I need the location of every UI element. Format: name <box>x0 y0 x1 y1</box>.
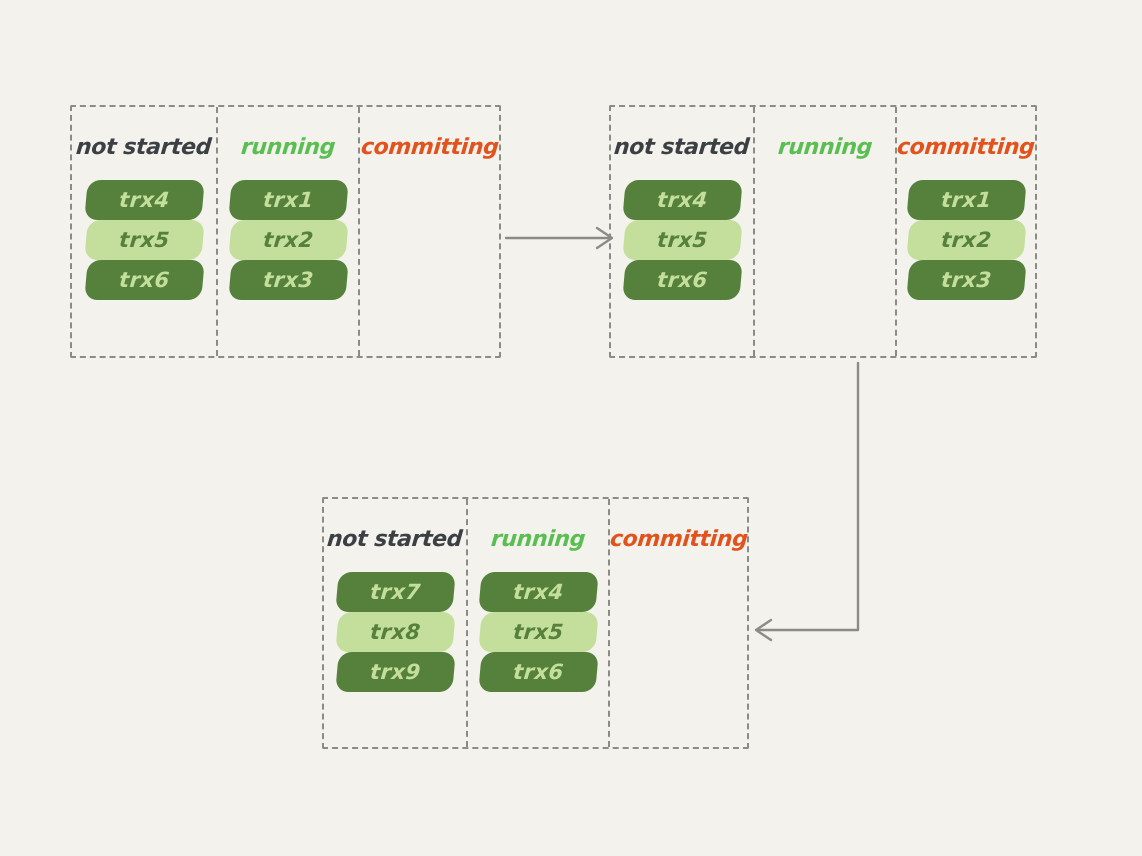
trx-card[interactable]: trx4 <box>621 180 743 220</box>
column-title-not-started: not started <box>613 135 751 160</box>
trx-card[interactable]: trx8 <box>334 612 456 652</box>
column-not-started-2: not started trx4 trx5 trx6 <box>611 107 755 356</box>
trx-card[interactable]: trx6 <box>83 260 205 300</box>
arrow-panel2-to-panel3 <box>754 361 860 642</box>
arrow-panel1-to-panel2 <box>504 226 614 250</box>
trx-card[interactable]: trx3 <box>227 260 349 300</box>
trx-stack-not-started-3: trx7 trx8 trx9 <box>334 572 456 692</box>
trx-stack-not-started-1: trx4 trx5 trx6 <box>83 180 205 300</box>
column-committing-3: committing <box>608 499 749 747</box>
column-title-not-started: not started <box>75 135 213 160</box>
trx-card[interactable]: trx1 <box>905 180 1027 220</box>
column-not-started-1: not started trx4 trx5 trx6 <box>72 107 218 356</box>
column-title-running: running <box>776 135 874 160</box>
column-running-2: running <box>755 107 897 356</box>
trx-card[interactable]: trx2 <box>227 220 349 260</box>
trx-card[interactable]: trx3 <box>905 260 1027 300</box>
trx-card[interactable]: trx4 <box>83 180 205 220</box>
trx-card[interactable]: trx9 <box>334 652 456 692</box>
trx-card[interactable]: trx1 <box>227 180 349 220</box>
column-committing-2: committing trx1 trx2 trx3 <box>896 107 1036 356</box>
column-title-not-started: not started <box>326 527 464 552</box>
trx-card[interactable]: trx6 <box>621 260 743 300</box>
trx-stack-committing-2: trx1 trx2 trx3 <box>905 180 1027 300</box>
panel-state-3: not started trx7 trx8 trx9 running trx4 … <box>322 497 749 749</box>
column-running-1: running trx1 trx2 trx3 <box>218 107 360 356</box>
column-title-committing: committing <box>896 135 1036 160</box>
trx-stack-not-started-2: trx4 trx5 trx6 <box>621 180 743 300</box>
column-title-running: running <box>489 527 587 552</box>
trx-card[interactable]: trx7 <box>334 572 456 612</box>
column-not-started-3: not started trx7 trx8 trx9 <box>324 499 468 747</box>
trx-card[interactable]: trx5 <box>83 220 205 260</box>
trx-stack-running-1: trx1 trx2 trx3 <box>227 180 349 300</box>
trx-card[interactable]: trx4 <box>477 572 599 612</box>
column-title-committing: committing <box>608 527 749 552</box>
panel-state-2: not started trx4 trx5 trx6 running commi… <box>609 105 1037 358</box>
trx-card[interactable]: trx5 <box>621 220 743 260</box>
trx-card[interactable]: trx2 <box>905 220 1027 260</box>
trx-card[interactable]: trx6 <box>477 652 599 692</box>
trx-card[interactable]: trx5 <box>477 612 599 652</box>
column-title-committing: committing <box>359 135 500 160</box>
column-title-running: running <box>239 135 337 160</box>
trx-stack-running-3: trx4 trx5 trx6 <box>477 572 599 692</box>
column-running-3: running trx4 trx5 trx6 <box>468 499 610 747</box>
panel-state-1: not started trx4 trx5 trx6 running trx1 … <box>70 105 501 358</box>
column-committing-1: committing <box>359 107 500 356</box>
